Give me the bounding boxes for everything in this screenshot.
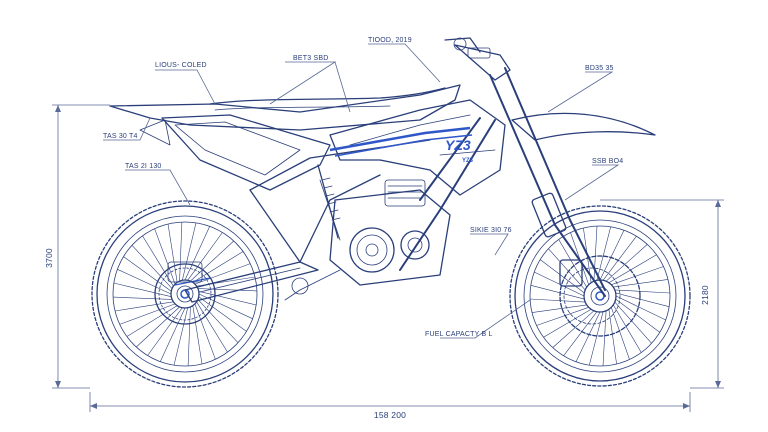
rear-shock xyxy=(317,164,341,239)
wheel-spoke xyxy=(197,299,239,343)
wheel-spoke xyxy=(113,282,172,297)
wheel-spoke xyxy=(131,245,173,289)
wheel-spoke xyxy=(123,256,172,292)
callout-right-fork: SSB BO4 xyxy=(592,158,623,165)
dim-length: 158 200 xyxy=(374,410,406,420)
tank-logo: YZ3 xyxy=(445,137,471,153)
engine xyxy=(284,179,451,301)
wheel-spoke xyxy=(173,307,188,366)
wheel-spoke xyxy=(182,222,197,281)
wheel-spoke xyxy=(602,310,607,366)
wheel-spoke xyxy=(599,230,625,281)
wheel-spoke xyxy=(534,271,585,297)
wheel-spoke xyxy=(540,259,585,294)
wheel-spoke xyxy=(184,226,210,281)
dimension-labels: 3700 2180 158 200 xyxy=(44,248,710,420)
callout-left-rear: TAS 30 T4 xyxy=(103,133,138,140)
callout-top-left: LIOUS- COLED xyxy=(155,62,207,69)
wheel-spoke xyxy=(548,248,586,291)
wheel-spoke xyxy=(142,235,174,287)
wheel-spoke xyxy=(194,303,216,360)
dimension-lines xyxy=(52,104,724,412)
wheel-spoke xyxy=(552,310,595,348)
wheel-spoke xyxy=(196,301,228,353)
wheel-spoke xyxy=(197,288,257,292)
wheel-spoke xyxy=(167,223,178,283)
rear-fender xyxy=(109,84,461,191)
wheel-spoke xyxy=(611,307,630,360)
callout-top-mid: BET3 SBD xyxy=(293,55,328,62)
wheel-spoke xyxy=(531,304,587,313)
callout-labels: LIOUS- COLED BET3 SBD TIOOD, 2019 BD35 3… xyxy=(103,37,623,338)
wheel-spoke xyxy=(605,244,648,282)
wheel-spoke xyxy=(614,301,652,344)
wheel-spoke xyxy=(154,228,176,285)
wheel-spoke xyxy=(614,289,670,294)
wheel-spoke xyxy=(113,296,173,300)
wheel-spoke xyxy=(147,307,183,356)
wheel-spoke xyxy=(190,240,234,282)
callout-fuel: FUEL CAPACTY B L xyxy=(425,331,493,338)
wheel-spoke xyxy=(608,254,657,283)
callout-leaders xyxy=(103,43,620,339)
wheel-spoke xyxy=(187,232,223,281)
wheel-spoke xyxy=(615,292,670,307)
front-wheel xyxy=(509,205,691,387)
wheel-spoke xyxy=(563,311,598,356)
wheel-spoke xyxy=(187,306,191,366)
wheel-spoke xyxy=(194,263,251,285)
callout-engine-right: SIKIE 3I0 76 xyxy=(470,227,512,234)
wheel-spoke xyxy=(198,291,257,306)
callout-left-wheel: TAS 2I 130 xyxy=(125,163,162,170)
wheel-spoke xyxy=(117,269,172,295)
wheel-spoke xyxy=(596,226,611,281)
wheel-spoke xyxy=(179,222,183,282)
wheel-spoke xyxy=(198,296,247,332)
dim-height-left: 3700 xyxy=(44,248,54,268)
wheel-spoke xyxy=(608,309,617,365)
wheel-spoke xyxy=(593,226,598,282)
fuel-tank: YZ3 YZ3 xyxy=(329,99,506,196)
tank-sub-logo: YZ3 xyxy=(462,158,474,164)
wheel-spoke xyxy=(575,311,601,362)
wheel-spoke xyxy=(602,236,637,281)
wheel-spoke xyxy=(192,305,203,365)
wheel-spoke xyxy=(543,309,592,338)
front-brake xyxy=(559,259,621,325)
wheel-spoke xyxy=(192,251,244,283)
wheel-spoke xyxy=(160,307,186,362)
wheel-spoke xyxy=(119,303,176,325)
wheel-spoke xyxy=(615,298,660,333)
wheel-spoke xyxy=(589,311,604,366)
wheel-spoke xyxy=(611,266,664,285)
wheel-spoke xyxy=(615,295,666,321)
front-fork xyxy=(444,37,606,297)
callout-top-right: BD35 35 xyxy=(585,65,614,72)
swingarm xyxy=(167,261,319,303)
wheel-spoke xyxy=(613,279,669,288)
frame xyxy=(249,117,496,271)
rear-wheel xyxy=(91,200,279,388)
wheel-spoke xyxy=(114,301,174,312)
dim-height-right: 2180 xyxy=(700,285,710,305)
seat xyxy=(209,87,446,111)
wheel-spoke xyxy=(126,305,178,337)
wheel-spoke xyxy=(530,285,585,300)
wheel-spoke xyxy=(136,306,180,348)
front-fender xyxy=(511,112,656,141)
wheel-spoke xyxy=(530,298,586,303)
callout-top-center: TIOOD, 2019 xyxy=(368,37,412,44)
wheel-spoke xyxy=(536,307,589,326)
wheel-spoke xyxy=(613,304,642,353)
